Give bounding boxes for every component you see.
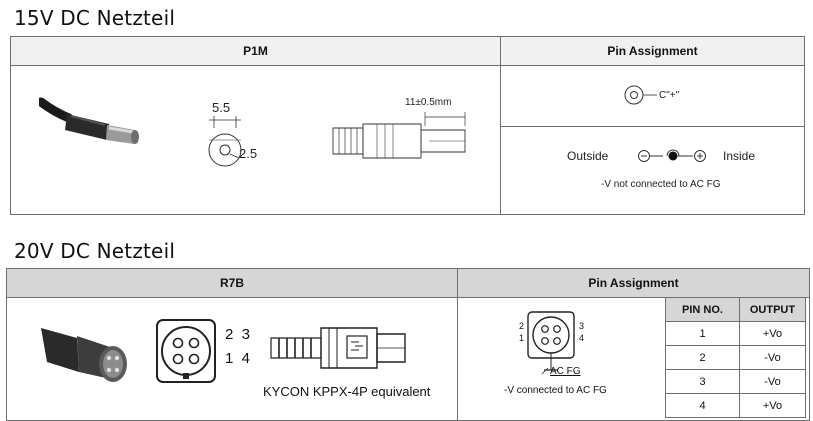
pin-number: 2 xyxy=(665,345,740,370)
table-row: 1 +Vo xyxy=(665,321,806,346)
ac-fg-label: AC FG xyxy=(550,366,581,377)
outside-label: Outside xyxy=(567,149,609,164)
polarity-symbol-label: C"+" xyxy=(659,90,680,101)
pin-numbers-top: 2 3 xyxy=(225,326,251,343)
dc-plug-photo xyxy=(39,97,139,144)
pin-number: 3 xyxy=(665,369,740,394)
dc-socket-symbol xyxy=(624,85,657,105)
din-pinout-diagram xyxy=(527,311,575,375)
fg-note: -V not connected to AC FG xyxy=(601,179,721,191)
dim-inner-diameter: 2.5 xyxy=(239,146,258,161)
plug-front-view-drawing xyxy=(208,116,242,167)
pin-numbers-bottom: 1 4 xyxy=(225,350,251,367)
inside-label: Inside xyxy=(723,149,756,164)
header-pin-assignment: Pin Assignment xyxy=(500,36,805,66)
polarity-cell: Outside Inside -V not connected to AC FG xyxy=(500,126,805,215)
connector-equivalent-label: KYCON KPPX-4P equivalent xyxy=(263,384,431,399)
section-title-20v: 20V DC Netzteil xyxy=(14,239,176,263)
r7b-drawing-cell: 2 3 1 4 KYCON KPPX-4P equivalent xyxy=(6,297,458,421)
spec-table-15v: P1M Pin Assignment 5.5 xyxy=(10,36,805,215)
p1m-drawing-cell: 5.5 2.5 11±0.5mm xyxy=(10,65,501,215)
pin-output: +Vo xyxy=(739,393,806,418)
pin-output: +Vo xyxy=(739,321,806,346)
pin-output: -Vo xyxy=(739,345,806,370)
table-row: 2 -Vo xyxy=(665,345,806,370)
diagram-pin-2: 2 xyxy=(519,321,525,331)
din-pin-face-drawing xyxy=(156,319,216,383)
dim-outer-diameter: 5.5 xyxy=(212,100,231,115)
table-row: 4 +Vo xyxy=(665,393,806,418)
diagram-pin-1: 1 xyxy=(519,333,525,343)
section-title-15v: 15V DC Netzteil xyxy=(14,6,176,30)
output-header: OUTPUT xyxy=(739,297,806,322)
din-plug-photo xyxy=(41,328,127,382)
polarity-symbol-cell: C"+" xyxy=(500,64,805,128)
dim-plug-length: 11±0.5mm xyxy=(405,97,452,108)
pin-assignment-cell-20v: 2 1 3 4 AC FG -V connected to AC FG PIN … xyxy=(457,297,810,421)
header-pin-assignment-20v: Pin Assignment xyxy=(457,268,810,298)
pin-number: 4 xyxy=(665,393,740,418)
pin-no-header: PIN NO. xyxy=(665,297,740,322)
plug-side-view-drawing xyxy=(332,112,466,159)
diagram-pin-3: 3 xyxy=(579,321,585,331)
pin-output: -Vo xyxy=(739,369,806,394)
polarity-symbol xyxy=(638,149,706,163)
pin-number: 1 xyxy=(665,321,740,346)
header-p1m: P1M xyxy=(10,36,501,66)
spec-table-20v: R7B Pin Assignment xyxy=(6,268,810,421)
din-plug-side-drawing xyxy=(270,327,406,369)
table-row: 3 -Vo xyxy=(665,369,806,394)
diagram-pin-4: 4 xyxy=(579,333,585,343)
pin-output-table: PIN NO. OUTPUT 1 +Vo 2 -Vo 3 -Vo 4 +Vo xyxy=(665,297,806,418)
header-r7b: R7B xyxy=(6,268,458,298)
fg-connected-note: -V connected to AC FG xyxy=(504,385,607,396)
